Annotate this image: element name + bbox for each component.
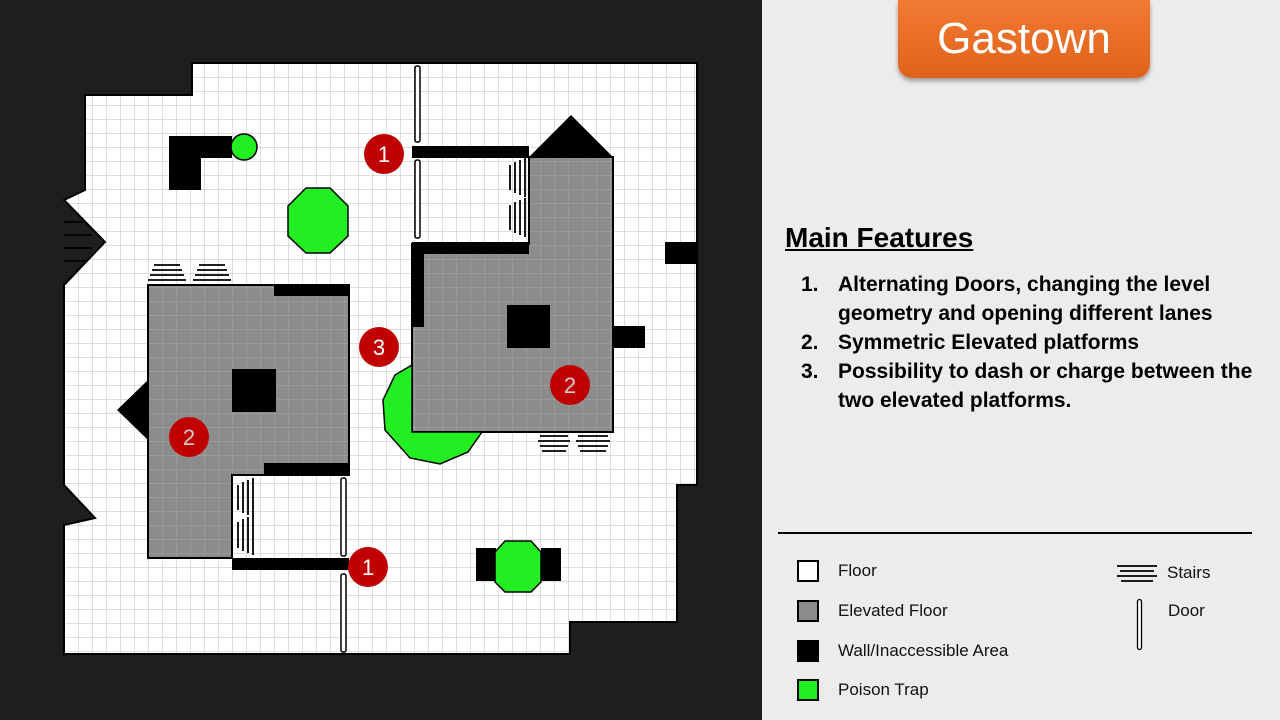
- info-panel: Gastown Main Features 1.Alternating Door…: [762, 0, 1280, 720]
- legend-divider: [778, 532, 1252, 534]
- legend-wall: Wall/Inaccessible Area: [797, 640, 1008, 662]
- map-canvas: 1 1 2 2 3: [62, 62, 698, 655]
- poison-swatch: [797, 679, 819, 701]
- floor-swatch: [797, 560, 819, 582]
- elevated-floor-swatch: [797, 600, 819, 622]
- marker-3: 3: [359, 327, 399, 367]
- legend-label: Floor: [838, 561, 877, 580]
- walls: [117, 115, 697, 581]
- doors: [340, 65, 421, 653]
- stairs: [64, 158, 610, 555]
- marker-label: 1: [362, 555, 374, 580]
- legend-label: Elevated Floor: [838, 601, 948, 620]
- feature-item: 2.Symmetric Elevated platforms: [801, 331, 1140, 354]
- legend-label: Poison Trap: [838, 680, 929, 699]
- legend-poison: Poison Trap: [797, 679, 929, 701]
- marker-label: 2: [183, 425, 195, 450]
- marker-2-left: 2: [169, 417, 209, 457]
- feature-item: 1.Alternating Doors, changing the level …: [801, 273, 1213, 325]
- marker-label: 3: [373, 335, 385, 360]
- door-icon: [1136, 598, 1143, 651]
- wall-swatch: [797, 640, 819, 662]
- legend-stairs-label: Stairs: [1167, 563, 1211, 582]
- stairs-icon: [1117, 565, 1157, 582]
- marker-1-top: 1: [364, 134, 404, 174]
- level-title: Gastown: [937, 14, 1111, 63]
- legend-elevated-floor: Elevated Floor: [797, 600, 948, 622]
- title-banner: Gastown: [898, 0, 1150, 78]
- features-list: 1.Alternating Doors, changing the level …: [801, 270, 1261, 415]
- legend-door-label: Door: [1168, 601, 1205, 620]
- legend-floor: Floor: [797, 560, 877, 582]
- feature-item: 3.Possibility to dash or charge between …: [801, 360, 1253, 412]
- marker-label: 1: [378, 142, 390, 167]
- level-map: 1 1 2 2 3: [0, 0, 762, 720]
- features-heading: Main Features: [785, 222, 974, 253]
- marker-label: 2: [564, 373, 576, 398]
- legend-label: Wall/Inaccessible Area: [838, 641, 1009, 660]
- marker-1-bottom: 1: [348, 547, 388, 587]
- marker-2-right: 2: [550, 365, 590, 405]
- poison-traps: [230, 133, 542, 593]
